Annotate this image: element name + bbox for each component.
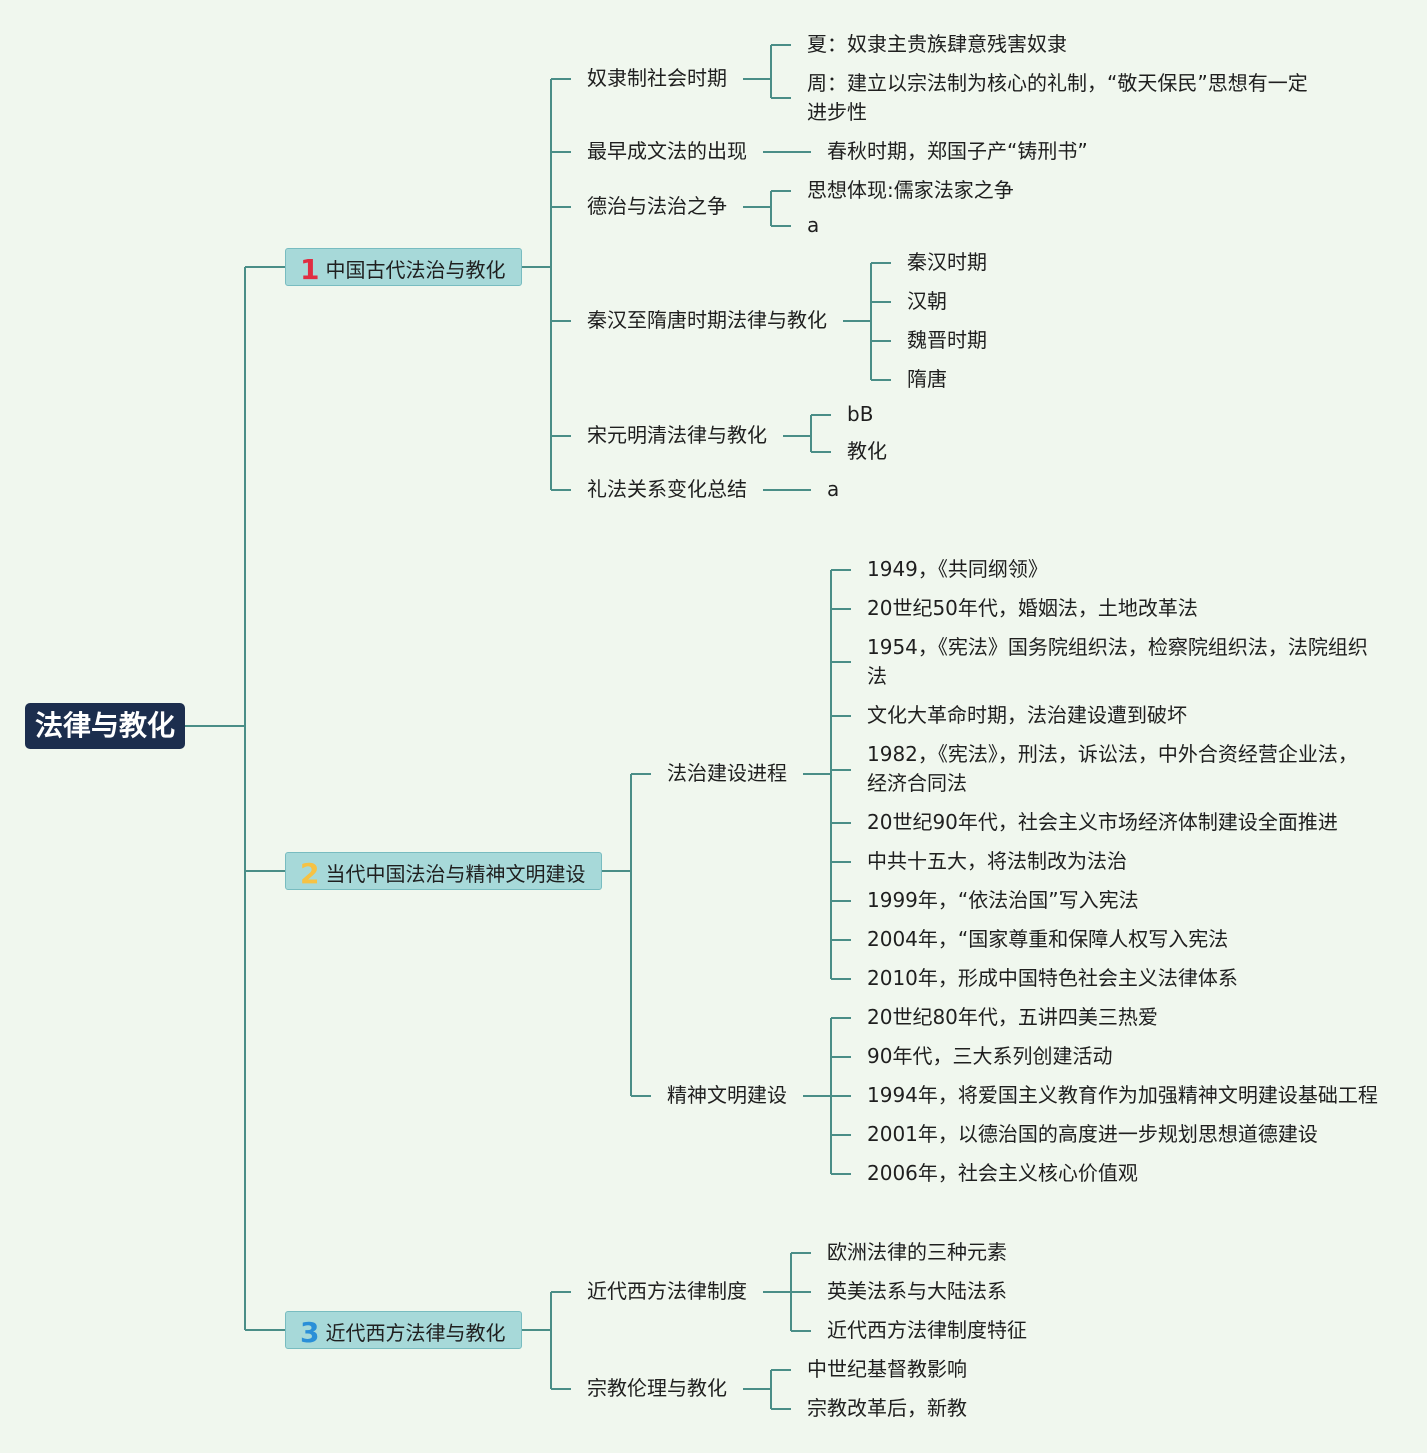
leaf-node[interactable]: 春秋时期，郑国子产“铸刑书” [827, 139, 1088, 163]
root-node[interactable]: 法律与教化 [25, 703, 185, 749]
leaf-node[interactable]: 夏：奴隶主贵族肆意残害奴隶 [807, 32, 1067, 56]
topic-node[interactable]: 礼法关系变化总结 [587, 477, 747, 501]
leaf-node[interactable]: 90年代，三大系列创建活动 [867, 1044, 1113, 1068]
leaf-node[interactable]: a [827, 477, 840, 501]
section-number: 3 [300, 1316, 320, 1349]
section-title: 近代西方法律与教化 [325, 1321, 506, 1345]
leaf-node[interactable]: 2004年，“国家尊重和保障人权写入宪法 [867, 927, 1229, 951]
leaf-node[interactable]: 魏晋时期 [907, 328, 987, 352]
leaf-node[interactable]: 20世纪80年代，五讲四美三热爱 [867, 1005, 1158, 1029]
topic-node[interactable]: 最早成文法的出现 [587, 139, 747, 163]
leaf-node[interactable]: 2001年，以德治国的高度进一步规划思想道德建设 [867, 1122, 1318, 1146]
leaf-node[interactable]: a [807, 213, 820, 237]
leaf-node[interactable]: 汉朝 [907, 289, 947, 313]
topic-node[interactable]: 德治与法治之争 [587, 194, 727, 218]
leaf-node[interactable]: 20世纪90年代，社会主义市场经济体制建设全面推进 [867, 810, 1338, 834]
section-number: 1 [300, 253, 320, 286]
section-number: 2 [300, 857, 320, 890]
section-title: 当代中国法治与精神文明建设 [325, 862, 586, 886]
leaf-node[interactable]: 1999年，“依法治国”写入宪法 [867, 888, 1139, 912]
leaf-node[interactable]: 1994年，将爱国主义教育作为加强精神文明建设基础工程 [867, 1083, 1378, 1107]
topic-node[interactable]: 近代西方法律制度 [587, 1279, 747, 1303]
leaf-node[interactable]: 2006年，社会主义核心价值观 [867, 1161, 1138, 1185]
leaf-node[interactable]: 教化 [847, 439, 887, 463]
leaf-node[interactable]: 近代西方法律制度特征 [827, 1318, 1027, 1342]
topic-node[interactable]: 精神文明建设 [667, 1083, 787, 1107]
leaf-node[interactable]: 欧洲法律的三种元素 [827, 1240, 1007, 1264]
leaf-node[interactable]: 2010年，形成中国特色社会主义法律体系 [867, 966, 1238, 990]
leaf-node[interactable]: 周：建立以宗法制为核心的礼制，“敬天保民”思想有一定进步性 [807, 71, 1308, 124]
leaf-node[interactable]: 秦汉时期 [907, 250, 987, 274]
topic-node[interactable]: 秦汉至隋唐时期法律与教化 [587, 308, 827, 332]
leaf-node[interactable]: 中共十五大，将法制改为法治 [867, 849, 1127, 873]
leaf-node[interactable]: 宗教改革后，新教 [807, 1396, 967, 1420]
leaf-node[interactable]: 思想体现:儒家法家之争 [807, 178, 1014, 202]
topic-node[interactable]: 法治建设进程 [667, 761, 787, 785]
leaf-node[interactable]: 20世纪50年代，婚姻法，土地改革法 [867, 596, 1198, 620]
leaf-node[interactable]: 英美法系与大陆法系 [827, 1279, 1007, 1303]
section-title: 中国古代法治与教化 [325, 258, 506, 282]
leaf-node[interactable]: bB [847, 402, 874, 426]
leaf-node[interactable]: 文化大革命时期，法治建设遭到破坏 [867, 703, 1187, 727]
leaf-node[interactable]: 中世纪基督教影响 [807, 1357, 967, 1381]
topic-node[interactable]: 宗教伦理与教化 [587, 1376, 727, 1400]
leaf-node[interactable]: 1949，《共同纲领》 [867, 557, 1048, 581]
topic-node[interactable]: 奴隶制社会时期 [587, 66, 727, 90]
leaf-node[interactable]: 1954，《宪法》国务院组织法，检察院组织法，法院组织法 [867, 635, 1368, 688]
leaf-node[interactable]: 隋唐 [907, 367, 947, 391]
leaf-node[interactable]: 1982，《宪法》，刑法，诉讼法，中外合资经营企业法，经济合同法 [867, 742, 1358, 795]
topic-node[interactable]: 宋元明清法律与教化 [587, 423, 767, 447]
